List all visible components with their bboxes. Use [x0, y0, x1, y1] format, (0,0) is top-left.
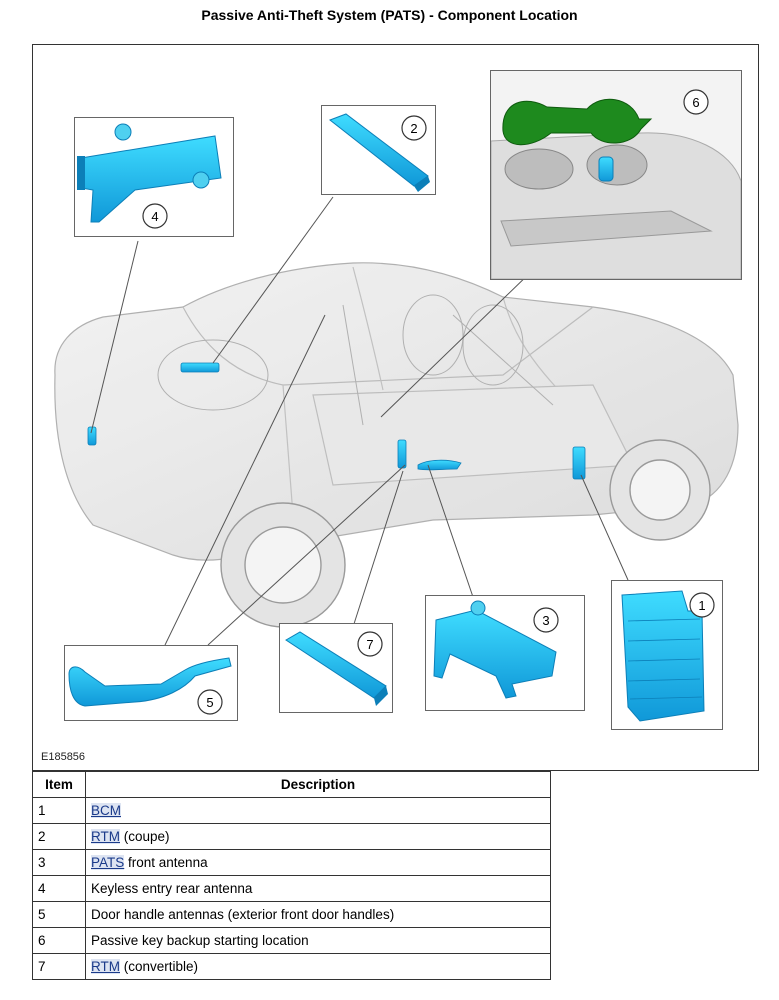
table-row: 2 RTM (coupe) [32, 823, 551, 850]
rtm-coupe-illustration: 2 [328, 113, 430, 192]
callout-number-5: 5 [206, 695, 213, 710]
callout-box-6: 6 [490, 70, 742, 280]
description-text: front antenna [124, 855, 208, 870]
callout-box-1: 1 [611, 580, 723, 730]
table-row: 1 BCM [32, 797, 551, 824]
abbr-link[interactable]: BCM [91, 803, 121, 818]
table-row: 3 PATS front antenna [32, 849, 551, 876]
callout-box-2: 2 [321, 105, 436, 195]
door-handle-illustration: 5 [68, 657, 232, 715]
header-description: Description [85, 771, 551, 798]
row-item: 4 [32, 875, 86, 902]
callout-box-4: 4 [74, 117, 234, 237]
description-text: (coupe) [120, 829, 170, 844]
callout-number-2: 2 [410, 121, 417, 136]
abbr-link[interactable]: PATS [91, 855, 125, 870]
table-header-row: Item Description [32, 771, 551, 798]
callout-number-1: 1 [698, 598, 705, 613]
row-item: 3 [32, 849, 86, 876]
row-description: RTM (convertible) [85, 953, 551, 980]
rtm-convertible-illustration: 7 [285, 631, 388, 706]
table-row: 5 Door handle antennas (exterior front d… [32, 901, 551, 928]
description-text: (convertible) [120, 959, 199, 974]
row-description: Keyless entry rear antenna [85, 875, 551, 902]
table-row: 4 Keyless entry rear antenna [32, 875, 551, 902]
vehicle-body [54, 262, 739, 561]
figure-id: E185856 [41, 751, 86, 763]
row-item: 2 [32, 823, 86, 850]
row-description: Passive key backup starting location [85, 927, 551, 954]
table-row: 6 Passive key backup starting location [32, 927, 551, 954]
callout-box-3: 3 [425, 595, 585, 711]
callout-number-3: 3 [542, 613, 549, 628]
callout-number-4: 4 [151, 209, 158, 224]
callout-box-5: 5 [64, 645, 238, 721]
bcm-illustration: 1 [621, 590, 715, 722]
row-description: RTM (coupe) [85, 823, 551, 850]
callout-number-7: 7 [366, 637, 373, 652]
row-item: 7 [32, 953, 86, 980]
component-location-diagram: 4 2 6 5 [32, 44, 759, 771]
vehicle-wheels [220, 439, 711, 628]
vehicle-interior [157, 294, 554, 426]
rear-antenna-illustration [77, 123, 222, 223]
callout-number-6: 6 [692, 95, 699, 110]
table-row: 7 RTM (convertible) [32, 953, 551, 980]
abbr-link[interactable]: RTM [91, 829, 120, 844]
header-item: Item [32, 771, 86, 798]
pats-antenna-illustration: 3 [433, 600, 559, 699]
abbr-link[interactable]: RTM [91, 959, 120, 974]
callout-box-7: 7 [279, 623, 393, 713]
callout-badge-4: 4 [142, 203, 168, 229]
backup-pocket-illustration: 6 [491, 71, 741, 279]
installed-components [87, 362, 586, 480]
row-item: 5 [32, 901, 86, 928]
component-table: Item Description 1 BCM 2 RTM (coupe) 3 P… [32, 771, 551, 980]
page-title: Passive Anti-Theft System (PATS) - Compo… [201, 7, 578, 23]
row-description: BCM [85, 797, 551, 824]
row-description: PATS front antenna [85, 849, 551, 876]
row-item: 1 [32, 797, 86, 824]
leader-lines [90, 196, 629, 646]
vehicle-illustration [54, 196, 739, 646]
row-description: Door handle antennas (exterior front doo… [85, 901, 551, 928]
row-item: 6 [32, 927, 86, 954]
